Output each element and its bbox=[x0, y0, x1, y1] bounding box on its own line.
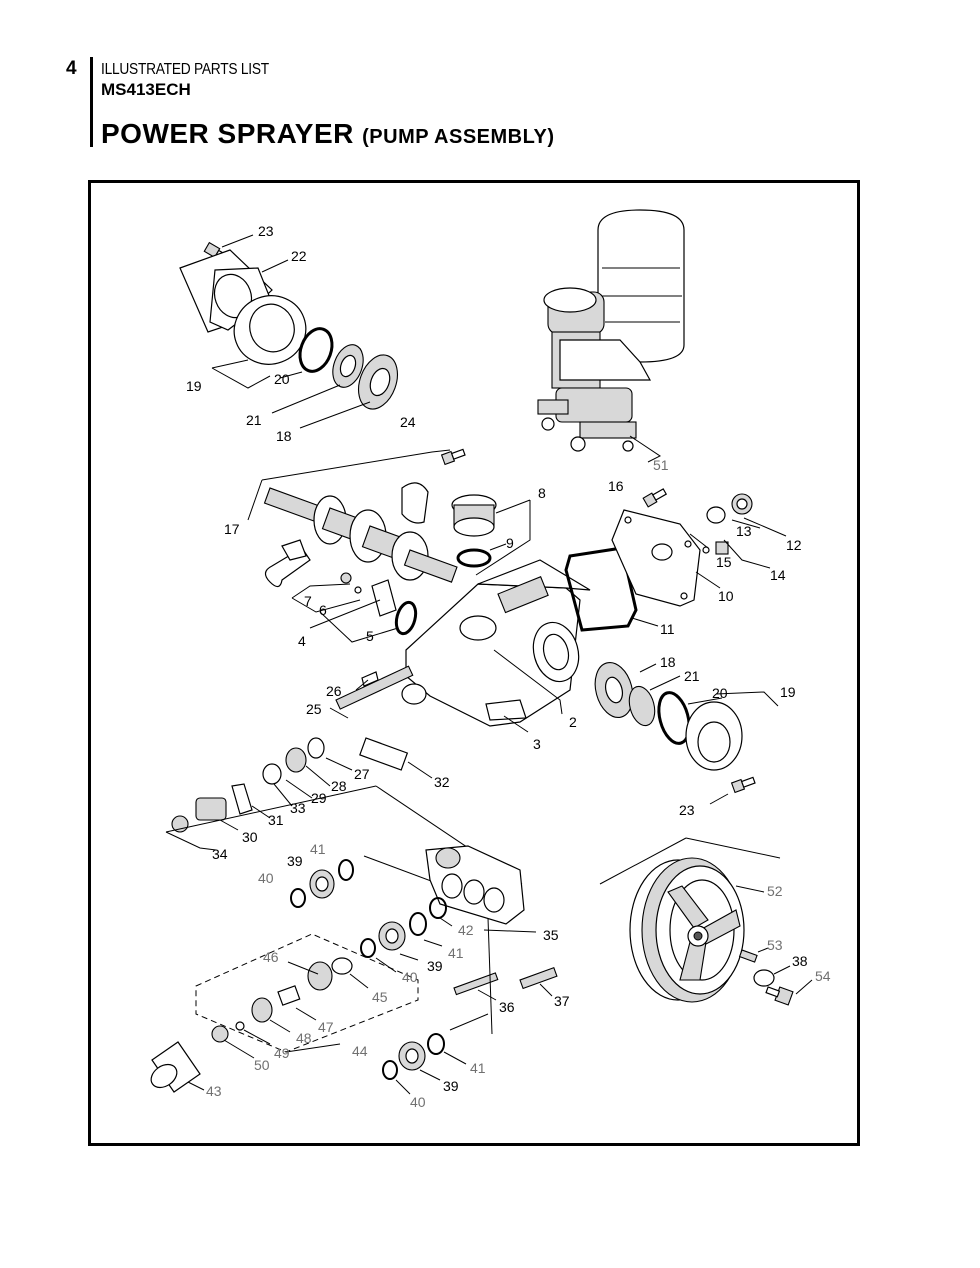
callout-16: 16 bbox=[608, 478, 624, 494]
spacer-tube-43 bbox=[150, 1041, 205, 1093]
callout-52: 52 bbox=[767, 883, 783, 899]
callout-39: 39 bbox=[287, 853, 303, 869]
callout-10: 10 bbox=[718, 588, 734, 604]
callout-51: 51 bbox=[653, 457, 669, 473]
callout-14: 14 bbox=[770, 567, 786, 583]
callout-38: 38 bbox=[792, 953, 808, 969]
pump-housing bbox=[405, 559, 591, 733]
callout-4: 4 bbox=[298, 633, 306, 649]
callout-20: 20 bbox=[712, 685, 728, 701]
callout-40: 40 bbox=[258, 870, 274, 886]
callout-18: 18 bbox=[276, 428, 292, 444]
crankshaft-assembly bbox=[247, 448, 466, 643]
callout-34: 34 bbox=[212, 846, 228, 862]
callout-39: 39 bbox=[443, 1078, 459, 1094]
callout-32: 32 bbox=[434, 774, 450, 790]
callout-41: 41 bbox=[470, 1060, 486, 1076]
piston-assembly bbox=[165, 665, 433, 851]
callout-45: 45 bbox=[372, 989, 388, 1005]
callout-47: 47 bbox=[318, 1019, 334, 1035]
valve-set-middle bbox=[360, 912, 443, 973]
accumulator-valve-assembly bbox=[537, 209, 685, 463]
callout-42: 42 bbox=[458, 922, 474, 938]
callout-41: 41 bbox=[448, 945, 464, 961]
callout-3: 3 bbox=[533, 736, 541, 752]
page-number: 4 bbox=[66, 58, 77, 79]
callout-53: 53 bbox=[767, 937, 783, 953]
model-number: MS413ECH bbox=[101, 80, 191, 99]
callout-25: 25 bbox=[306, 701, 322, 717]
callout-22: 22 bbox=[291, 248, 307, 264]
callout-40: 40 bbox=[410, 1094, 426, 1110]
callout-33: 33 bbox=[290, 800, 306, 816]
callout-48: 48 bbox=[296, 1030, 312, 1046]
callout-15: 15 bbox=[716, 554, 732, 570]
callout-9: 9 bbox=[506, 535, 514, 551]
callout-6: 6 bbox=[319, 602, 327, 618]
callout-39: 39 bbox=[427, 958, 443, 974]
bearing-cover-group-top bbox=[179, 234, 398, 429]
callout-28: 28 bbox=[331, 778, 347, 794]
section-label: ILLUSTRATED PARTS LIST bbox=[101, 61, 269, 78]
rear-cover-group bbox=[564, 488, 787, 632]
callout-30: 30 bbox=[242, 829, 258, 845]
pulley-group bbox=[599, 837, 813, 1006]
callout-labels: 23 22 19 20 21 18 24 51 8 16 17 9 13 12 … bbox=[186, 223, 831, 1110]
callout-50: 50 bbox=[254, 1057, 270, 1073]
callout-40: 40 bbox=[402, 969, 418, 985]
callout-24: 24 bbox=[400, 414, 416, 430]
callout-18: 18 bbox=[660, 654, 676, 670]
callout-21: 21 bbox=[246, 412, 262, 428]
callout-46: 46 bbox=[263, 949, 279, 965]
callout-54: 54 bbox=[815, 968, 831, 984]
page-title-sub: (PUMP ASSEMBLY) bbox=[362, 126, 555, 148]
oil-cap-group bbox=[451, 494, 531, 576]
callout-8: 8 bbox=[538, 485, 546, 501]
callout-35: 35 bbox=[543, 927, 559, 943]
callout-36: 36 bbox=[499, 999, 515, 1015]
callout-12: 12 bbox=[786, 537, 802, 553]
manifold-group bbox=[290, 785, 537, 933]
valve-set-bottom bbox=[382, 1013, 489, 1095]
bearing-cover-group-right bbox=[594, 662, 779, 805]
callout-27: 27 bbox=[354, 766, 370, 782]
callout-23: 23 bbox=[679, 802, 695, 818]
callout-44: 44 bbox=[352, 1043, 368, 1059]
callout-21: 21 bbox=[684, 668, 700, 684]
callout-2: 2 bbox=[569, 714, 577, 730]
callout-20: 20 bbox=[274, 371, 290, 387]
callout-13: 13 bbox=[736, 523, 752, 539]
callout-19: 19 bbox=[186, 378, 202, 394]
header-rule bbox=[90, 57, 93, 147]
callout-7: 7 bbox=[304, 593, 312, 609]
callout-17: 17 bbox=[224, 521, 240, 537]
callout-41: 41 bbox=[310, 841, 326, 857]
callout-29: 29 bbox=[311, 790, 327, 806]
studs-group bbox=[453, 917, 558, 1035]
page-title-main: POWER SPRAYER bbox=[101, 118, 354, 149]
unloader-subassembly bbox=[195, 933, 419, 1059]
callout-5: 5 bbox=[366, 628, 374, 644]
callout-23: 23 bbox=[258, 223, 274, 239]
callout-31: 31 bbox=[268, 812, 284, 828]
callout-19: 19 bbox=[780, 684, 796, 700]
callout-49: 49 bbox=[274, 1045, 290, 1061]
callout-11: 11 bbox=[660, 621, 675, 637]
callout-37: 37 bbox=[554, 993, 570, 1009]
callout-26: 26 bbox=[326, 683, 342, 699]
page-title: POWER SPRAYER (PUMP ASSEMBLY) bbox=[101, 118, 554, 150]
callout-43: 43 bbox=[206, 1083, 222, 1099]
